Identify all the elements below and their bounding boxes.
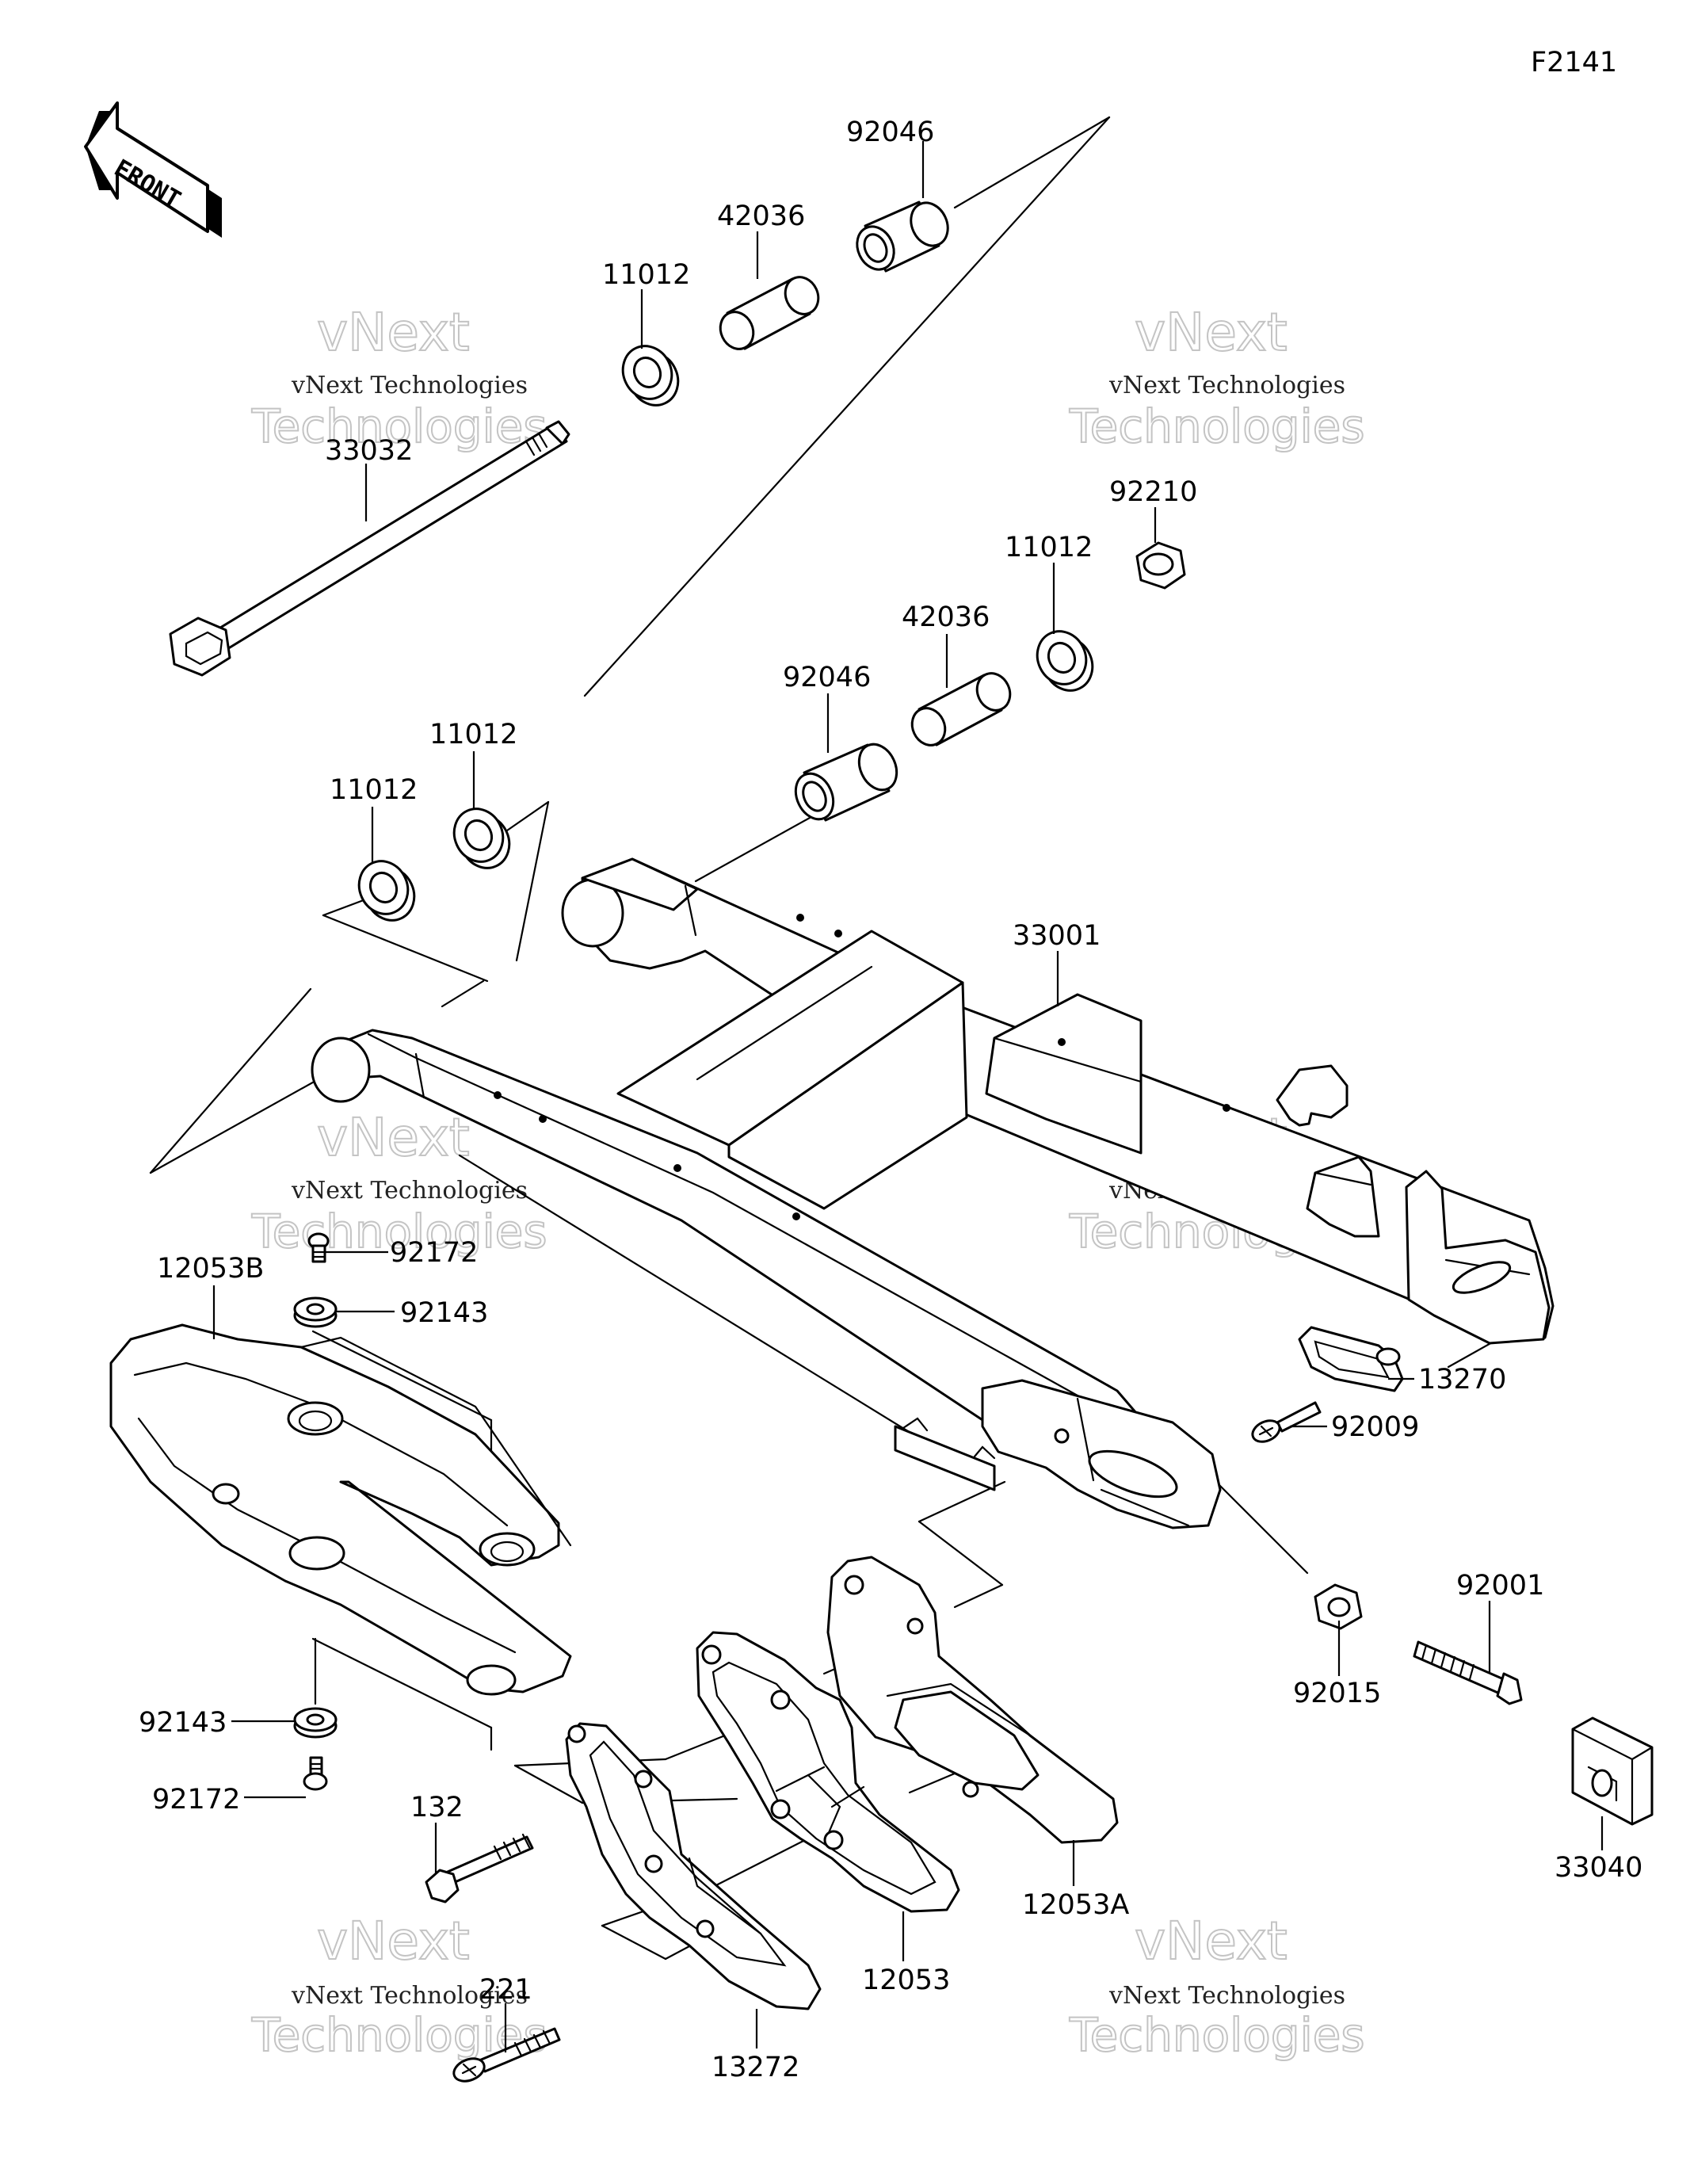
pivot-shaft-33032[interactable] bbox=[169, 420, 570, 677]
front-arrow-icon: FRONT bbox=[84, 101, 222, 238]
seal-11012-mid[interactable] bbox=[1028, 624, 1101, 699]
leader-lines bbox=[212, 141, 1604, 2052]
bolt-92172-bottom[interactable] bbox=[303, 1756, 328, 1791]
label-33032: 33032 bbox=[325, 435, 413, 467]
diagram-code: F2141 bbox=[1531, 47, 1617, 78]
watermark-bottom-right: vNext Technologies vNext Technologies bbox=[1068, 1910, 1366, 2063]
label-92172-top: 92172 bbox=[390, 1237, 478, 1269]
watermark-bottom-left: vNext Technologies vNext Technologies bbox=[250, 1910, 548, 2063]
svg-text:Technologies: Technologies bbox=[251, 399, 547, 453]
bolt-92172-top[interactable] bbox=[307, 1232, 330, 1263]
svg-text:vNext: vNext bbox=[317, 1107, 470, 1168]
label-92210: 92210 bbox=[1109, 476, 1197, 508]
label-11012-top: 11012 bbox=[602, 259, 690, 291]
svg-text:vNext: vNext bbox=[1135, 1911, 1288, 1972]
svg-text:Technologies: Technologies bbox=[1069, 2008, 1365, 2062]
label-11012-mid: 11012 bbox=[1005, 532, 1093, 563]
label-33040: 33040 bbox=[1555, 1852, 1642, 1884]
nut-92210[interactable] bbox=[1135, 541, 1186, 590]
svg-text:vNext: vNext bbox=[317, 302, 470, 363]
swingarm-33001[interactable] bbox=[311, 857, 1555, 1529]
label-12053B: 12053B bbox=[157, 1253, 264, 1285]
watermark-top-right: vNext Technologies vNext Technologies bbox=[1068, 301, 1366, 454]
bolt-132[interactable] bbox=[425, 1833, 534, 1903]
label-92001: 92001 bbox=[1456, 1570, 1544, 1602]
plate-13272[interactable] bbox=[565, 1722, 822, 2010]
label-92143-bottom: 92143 bbox=[139, 1707, 227, 1739]
label-132: 132 bbox=[410, 1792, 464, 1823]
chain-guide-12053[interactable] bbox=[696, 1631, 960, 1913]
label-13272: 13272 bbox=[711, 2052, 799, 2083]
svg-text:vNext Technologies: vNext Technologies bbox=[291, 1982, 528, 2010]
guide-lines bbox=[149, 116, 1535, 1961]
seal-11012-top[interactable] bbox=[614, 338, 686, 414]
label-92143-top: 92143 bbox=[400, 1297, 488, 1329]
svg-text:vNext Technologies: vNext Technologies bbox=[1108, 1982, 1345, 2010]
svg-text:vNext Technologies: vNext Technologies bbox=[291, 372, 528, 399]
chain-guide-12053A[interactable] bbox=[826, 1556, 1119, 1844]
bolt-92001[interactable] bbox=[1413, 1640, 1523, 1705]
screw-221[interactable] bbox=[451, 2027, 561, 2086]
label-13270: 13270 bbox=[1418, 1364, 1506, 1396]
label-92046-top: 92046 bbox=[846, 116, 934, 148]
label-11012-left2: 11012 bbox=[429, 719, 517, 750]
label-221: 221 bbox=[479, 1974, 532, 2006]
part-labels: 92046 42036 11012 33032 92210 11012 4203… bbox=[139, 116, 1642, 2083]
nut-92015[interactable] bbox=[1314, 1583, 1363, 1630]
label-12053: 12053 bbox=[862, 1964, 950, 1996]
svg-text:vNext: vNext bbox=[1135, 302, 1288, 363]
svg-text:Technologies: Technologies bbox=[1069, 399, 1365, 453]
washer-92143-bottom[interactable] bbox=[293, 1707, 338, 1739]
label-11012-left1: 11012 bbox=[330, 774, 418, 806]
collar-42036-top[interactable] bbox=[715, 272, 825, 354]
label-42036-top: 42036 bbox=[717, 200, 805, 232]
svg-text:vNext Technologies: vNext Technologies bbox=[1108, 372, 1345, 399]
watermark-top-left: vNext Technologies vNext Technologies bbox=[250, 301, 548, 454]
seal-11012-left1[interactable] bbox=[350, 853, 422, 929]
label-12053A: 12053A bbox=[1022, 1889, 1129, 1921]
washer-92143-top[interactable] bbox=[293, 1296, 338, 1328]
svg-text:vNext: vNext bbox=[317, 1911, 470, 1972]
screw-92009[interactable] bbox=[1249, 1401, 1322, 1445]
seal-11012-left2[interactable] bbox=[445, 801, 517, 876]
plate-13270[interactable] bbox=[1298, 1326, 1404, 1392]
label-92015: 92015 bbox=[1293, 1678, 1381, 1709]
bearing-92046-mid[interactable] bbox=[788, 739, 903, 826]
svg-text:Technologies: Technologies bbox=[251, 1205, 547, 1258]
bearing-92046-top[interactable] bbox=[850, 197, 955, 275]
svg-text:vNext Technologies: vNext Technologies bbox=[291, 1177, 528, 1205]
label-92009: 92009 bbox=[1331, 1411, 1419, 1443]
label-33001: 33001 bbox=[1013, 920, 1101, 952]
label-92172-bottom: 92172 bbox=[152, 1784, 240, 1816]
label-42036-mid: 42036 bbox=[902, 601, 990, 633]
watermark-mid-left: vNext Technologies vNext Technologies bbox=[250, 1106, 548, 1259]
chain-slider-12053B[interactable] bbox=[109, 1323, 572, 1696]
collar-42036-mid[interactable] bbox=[906, 668, 1017, 750]
adjuster-block-33040[interactable] bbox=[1571, 1716, 1654, 1826]
label-92046-mid: 92046 bbox=[783, 662, 871, 693]
